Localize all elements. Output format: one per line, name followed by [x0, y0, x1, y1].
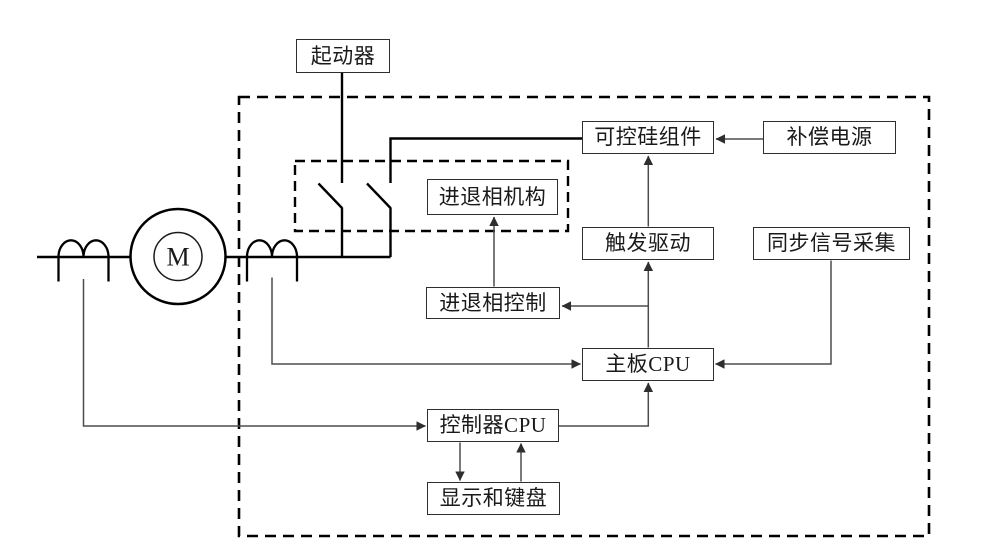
power-lines — [37, 73, 582, 259]
node-controller-cpu: 控制器CPU — [427, 409, 559, 442]
ct-right-symbol — [245, 239, 299, 282]
motor-label: M — [166, 243, 189, 272]
motor-symbol: M — [129, 207, 227, 306]
edge-ct-right-to-maincpu — [271, 277, 581, 369]
edge-ct-left-to-controllercpu — [82, 279, 426, 431]
node-trigger-drive: 触发驱动 — [582, 227, 714, 260]
node-scr-module: 可控硅组件 — [582, 121, 714, 154]
signal-arrows — [82, 134, 832, 482]
node-phase-control: 进退相控制 — [426, 287, 560, 319]
inner-dashed-boundary — [293, 159, 570, 233]
scr-branch-line — [389, 137, 582, 183]
node-starter: 起动器 — [296, 39, 390, 73]
node-compensation-power: 补偿电源 — [763, 121, 896, 154]
node-display-keyboard: 显示和键盘 — [427, 482, 560, 515]
edge-sync-to-maincpu — [715, 260, 832, 369]
outer-dashed-boundary — [237, 95, 931, 538]
node-main-cpu: 主板CPU — [582, 348, 714, 381]
node-sync-signal-acquisition: 同步信号采集 — [753, 227, 910, 260]
node-phase-mechanism: 进退相机构 — [427, 179, 558, 215]
switch-left-symbol — [317, 182, 343, 209]
edge-controllercpu-to-maincpu — [559, 382, 654, 427]
ct-left-symbol — [57, 239, 110, 282]
switch-right-symbol — [366, 182, 392, 209]
